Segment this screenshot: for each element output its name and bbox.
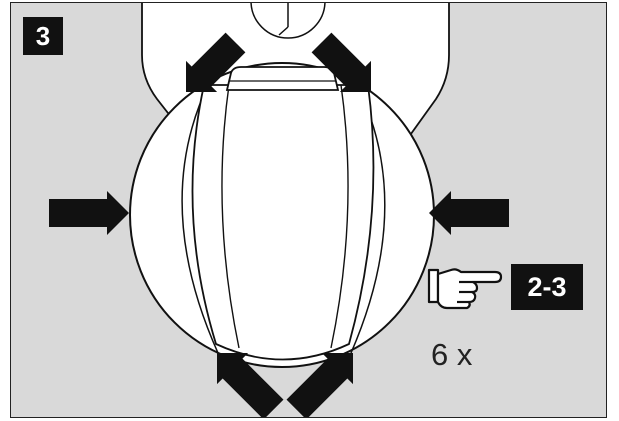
press-arrow-icon <box>286 353 353 417</box>
filter-cover-illustration <box>49 3 509 417</box>
press-arrow-icon <box>49 191 129 235</box>
press-arrow-icon <box>217 353 284 417</box>
pointing-hand-icon <box>427 268 503 310</box>
press-arrow-icon <box>186 32 246 92</box>
press-arrow-icon <box>311 32 371 92</box>
cover-center-panel <box>191 84 375 361</box>
cover-panel-fold-right <box>330 84 349 349</box>
housing-dial-tick <box>278 26 289 36</box>
housing-dial <box>250 3 326 39</box>
figure-frame: 3 2-3 6 x <box>10 2 607 418</box>
cover-panel-fold-left <box>221 84 240 349</box>
reference-steps-badge: 2-3 <box>511 264 583 310</box>
cover-rim-left <box>181 82 219 354</box>
press-arrow-icon <box>429 191 509 235</box>
repeat-count-label: 6 x <box>431 337 473 372</box>
step-number-badge: 3 <box>23 17 63 55</box>
cover-latch-tab <box>225 66 340 91</box>
press-arrows <box>49 32 509 417</box>
